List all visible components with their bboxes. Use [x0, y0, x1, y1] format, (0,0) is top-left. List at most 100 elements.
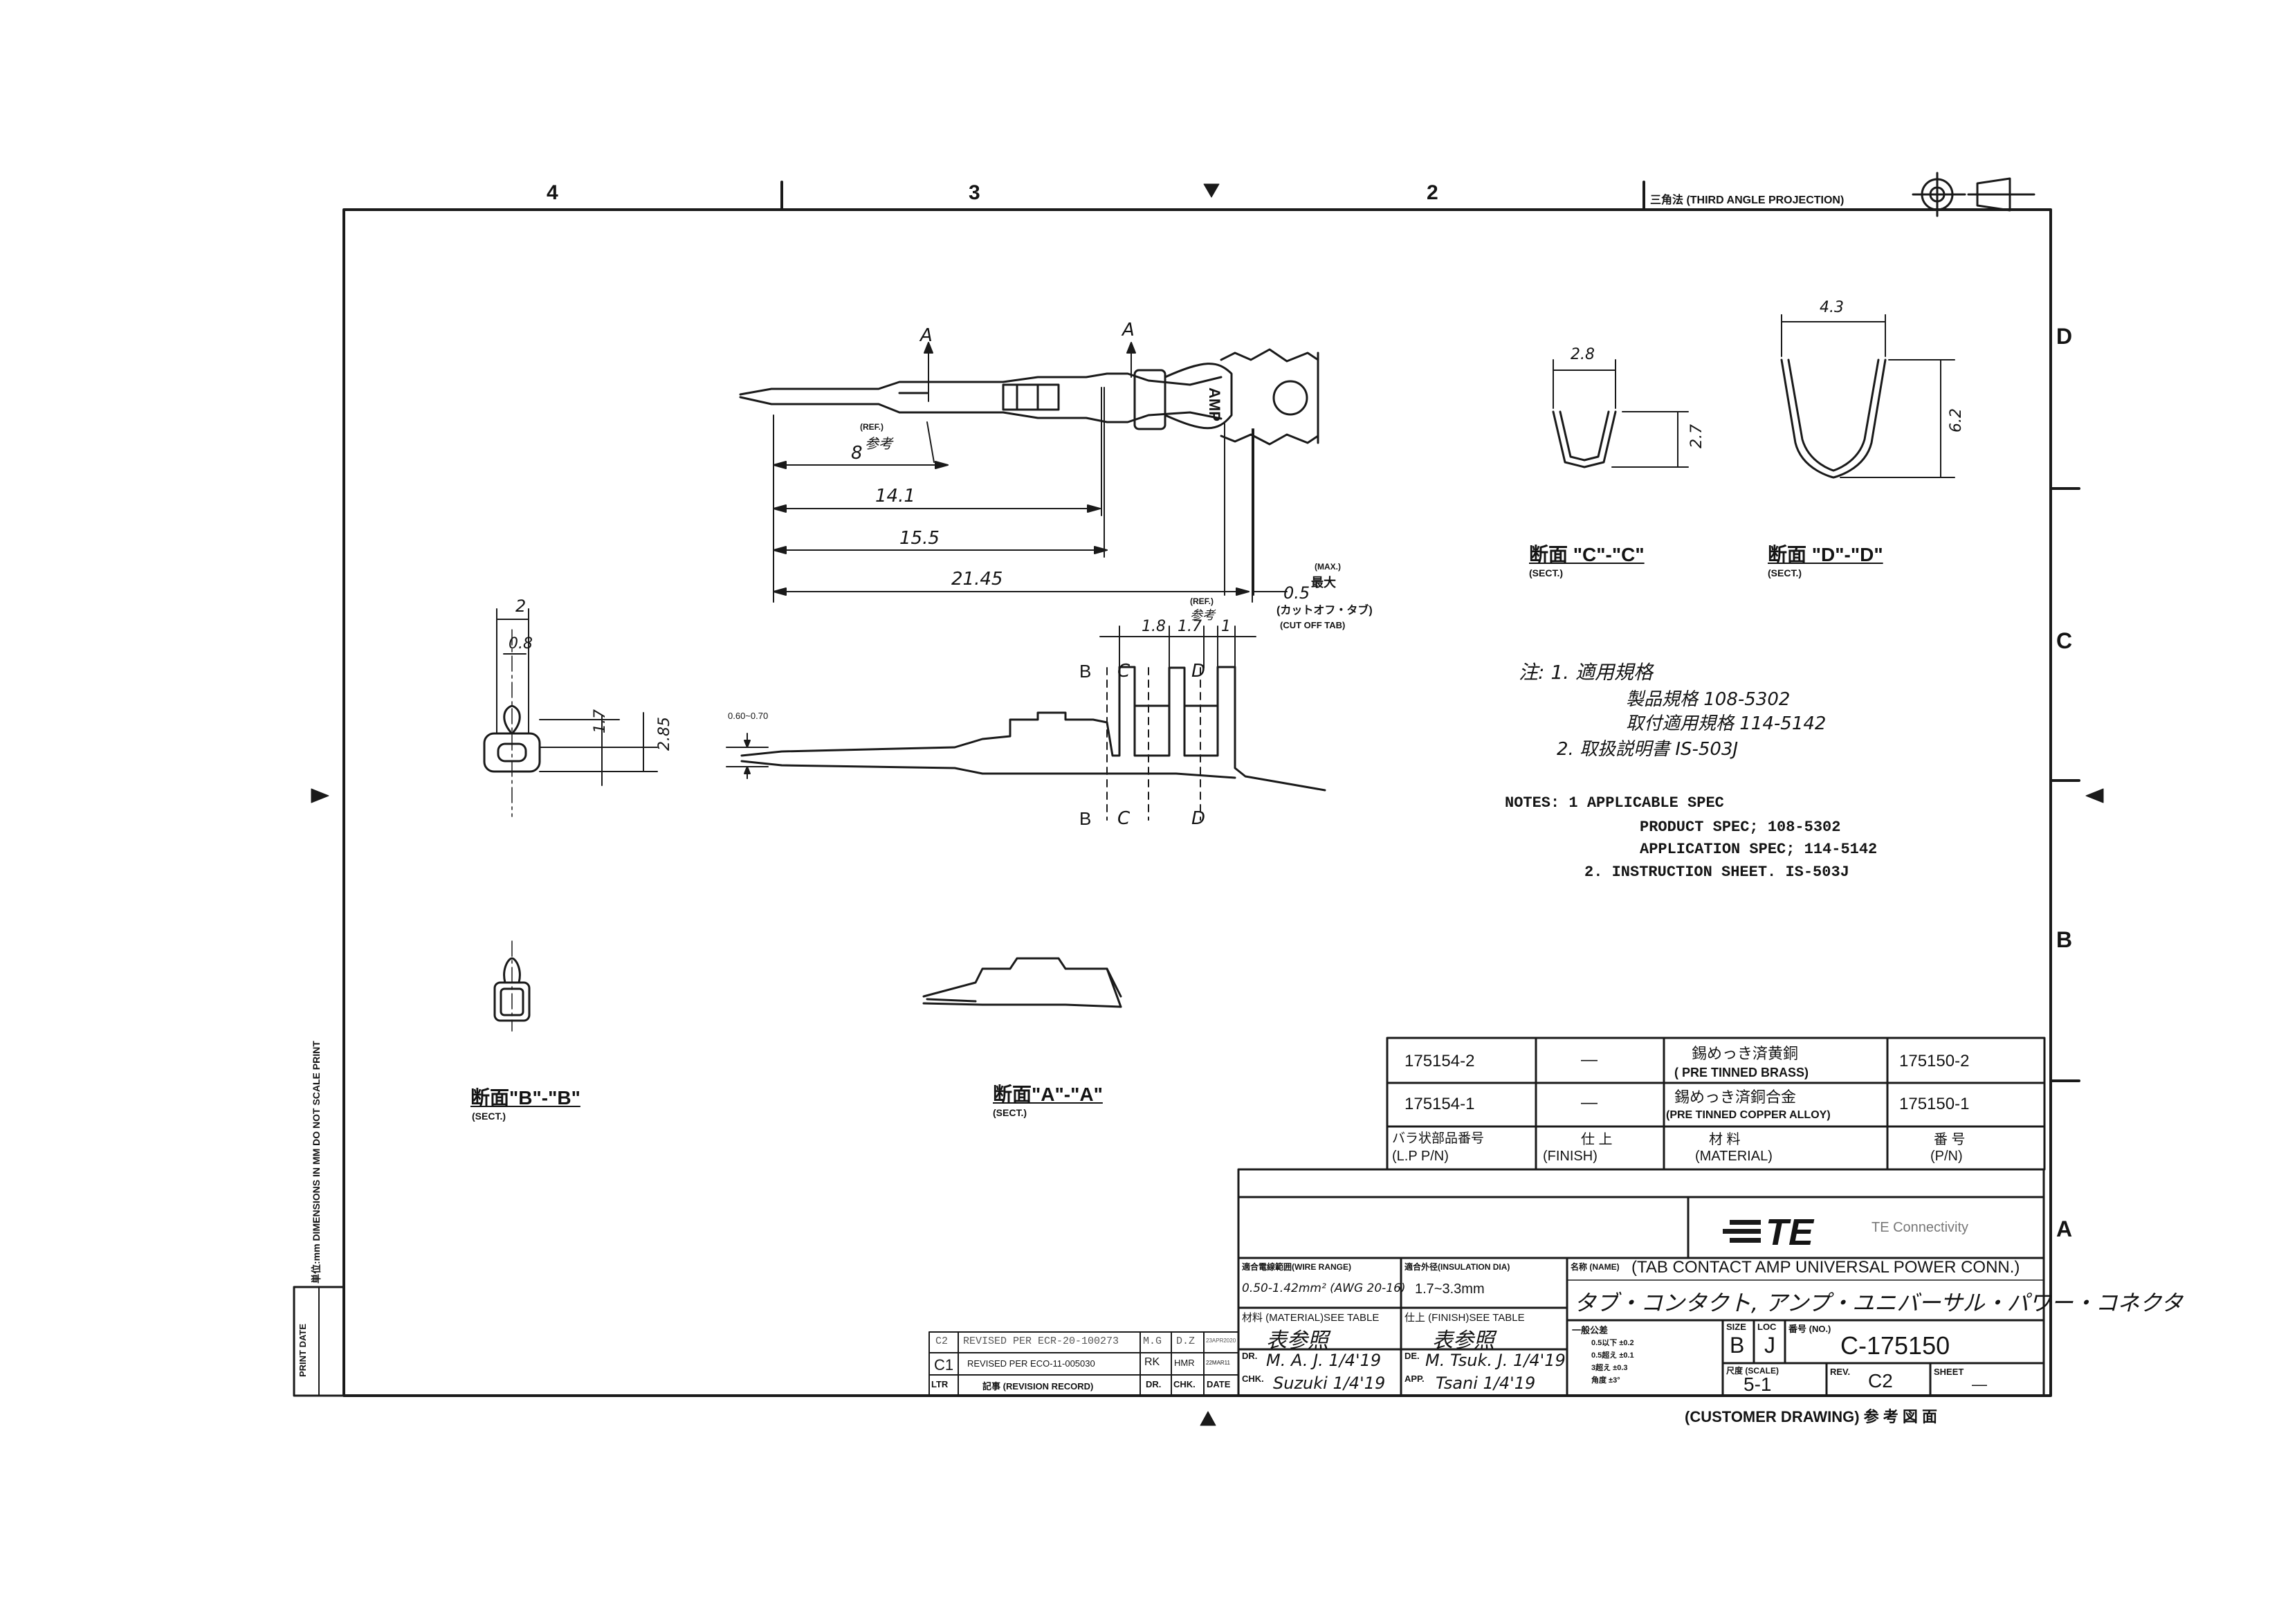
title-block-grid	[1237, 1168, 2045, 1397]
frame-arrow-icon	[1200, 1411, 1216, 1426]
dim-2-8: 2.8	[1571, 346, 1595, 363]
note-en-line: 2. INSTRUCTION SHEET. IS-503J	[1584, 864, 1849, 881]
size-label: SIZE	[1726, 1322, 1746, 1332]
insulation-label: 適合外径(INSULATION DIA)	[1404, 1262, 1510, 1272]
parts-material-jp: 錫めっき済黄銅	[1692, 1045, 1799, 1062]
dim-2: 2	[515, 596, 527, 616]
parts-material-en: (PRE TINNED COPPER ALLOY)	[1666, 1109, 1831, 1121]
cutoff-label: (CUT OFF TAB)	[1280, 620, 1346, 630]
rev-desc: REVISED PER ECO-11-005030	[967, 1358, 1095, 1369]
parts-pn: 175150-1	[1899, 1095, 1970, 1113]
scale-value: 5-1	[1744, 1374, 1772, 1395]
note-jp-line: 製品規格 108-5302	[1626, 689, 1791, 710]
section-aa-sect: (SECT.)	[993, 1107, 1027, 1118]
dim-0-60-0-70: 0.60~0.70	[728, 711, 769, 721]
tolerance-head: 一般公差	[1572, 1325, 1609, 1335]
section-bb-title: 断面"B"-"B"	[470, 1087, 580, 1108]
tolerance-row: 0.5超え ±0.1	[1591, 1351, 1634, 1360]
top-view-contact	[739, 348, 1319, 603]
size-value: B	[1730, 1333, 1745, 1358]
material-label: 材料 (MATERIAL)SEE TABLE	[1242, 1312, 1380, 1324]
de-signature: M. Tsuk. J. 1/4'19	[1425, 1351, 1566, 1370]
material-value: 表参照	[1266, 1329, 1328, 1353]
te-logo-text: TE	[1766, 1212, 1814, 1253]
dim-6-2: 6.2	[1948, 408, 1965, 432]
frame-arrow-icon	[2085, 788, 2104, 803]
rev-ltr: C1	[934, 1356, 954, 1374]
dim-1-8: 1.8	[1142, 618, 1166, 635]
loc-value: J	[1764, 1333, 1775, 1358]
rev-date: 23APR2020	[1206, 1338, 1236, 1344]
finish-value: 表参照	[1432, 1329, 1494, 1353]
section-mark-b: B	[1079, 808, 1092, 829]
zone-label: 4	[547, 181, 558, 204]
amp-mark-label: AMP	[1206, 387, 1223, 421]
print-date-label: PRINT DATE	[298, 1323, 308, 1377]
section-mark-a: A	[920, 325, 933, 346]
side-view-contact	[740, 666, 1326, 792]
loc-label: LOC	[1757, 1322, 1777, 1332]
customer-drawing-label: (CUSTOMER DRAWING) 参 考 図 面	[1685, 1408, 1938, 1425]
drawing-no-label: 番号 (NO.)	[1788, 1324, 1831, 1334]
end-view-dimensions	[496, 608, 658, 786]
chk-signature: Suzuki 1/4'19	[1273, 1374, 1386, 1393]
name-label: 名称 (NAME)	[1571, 1262, 1620, 1272]
parts-header-finish: (FINISH)	[1543, 1149, 1598, 1164]
rev-label: REV.	[1830, 1367, 1851, 1377]
rev-header-desc: 記事 (REVISION RECORD)	[982, 1381, 1094, 1392]
de-label: DE.	[1404, 1351, 1420, 1361]
section-bb-sect: (SECT.)	[472, 1111, 506, 1122]
rev-ltr: C2	[935, 1335, 949, 1347]
parts-header-material-jp: 材 料	[1709, 1132, 1741, 1147]
section-mark-d: D	[1191, 661, 1206, 682]
end-view-contact	[483, 629, 541, 817]
rev-header-ltr: LTR	[931, 1379, 949, 1389]
zone-label: C	[2056, 628, 2073, 653]
section-cc-profile	[1552, 410, 1617, 468]
max-label: (MAX.)	[1315, 562, 1341, 572]
note-jp-line: 2. 取扱説明書 IS-503J	[1557, 739, 1739, 760]
part-name-jp: タブ・コンタクト, アンプ・ユニバーサル・パワー・コネクタ	[1574, 1290, 2184, 1316]
parts-lp-pn: 175154-2	[1404, 1052, 1475, 1070]
dr-label: DR.	[1242, 1351, 1258, 1361]
ref-label: (REF.)	[860, 422, 884, 432]
section-mark-a: A	[1122, 320, 1135, 340]
wire-range-value: 0.50-1.42mm² (AWG 20-16)	[1242, 1281, 1406, 1295]
finish-label: 仕上 (FINISH)SEE TABLE	[1404, 1312, 1525, 1324]
dim-1: 1	[1221, 618, 1231, 635]
rev-date: 22MAR11	[1206, 1360, 1230, 1366]
parts-material-jp: 錫めっき済銅合金	[1674, 1088, 1797, 1106]
parts-lp-pn: 175154-1	[1404, 1095, 1475, 1113]
section-bb-profile	[493, 940, 531, 1032]
section-aa-title: 断面"A"-"A"	[993, 1084, 1103, 1105]
rev-header-date: DATE	[1207, 1379, 1231, 1389]
note-jp-line: 取付適用規格 114-5142	[1626, 713, 1827, 734]
dim-0-8: 0.8	[509, 635, 533, 653]
tolerance-row: 3超え ±0.3	[1591, 1364, 1628, 1372]
rev-desc: REVISED PER ECR-20-100273	[963, 1335, 1119, 1347]
sheet-value: —	[1972, 1376, 1987, 1393]
dim-2-7: 2.7	[1688, 424, 1705, 448]
dim-14-1: 14.1	[875, 486, 915, 507]
max-jp-label: 最大	[1311, 576, 1336, 590]
parts-pn: 175150-2	[1899, 1052, 1970, 1070]
section-mark-c: C	[1117, 808, 1131, 829]
note-en-line: PRODUCT SPEC; 108-5302	[1640, 819, 1841, 836]
section-dd-title: 断面 "D"-"D"	[1768, 544, 1883, 565]
ref-jp-label: 参考	[1190, 608, 1215, 623]
section-dd-sect: (SECT.)	[1768, 567, 1802, 578]
dim-1-7: 1.7	[592, 709, 609, 733]
projection-symbol-icon	[1912, 172, 2035, 217]
drawing-no-value: C-175150	[1840, 1331, 1950, 1360]
side-view-dimensions	[726, 626, 1256, 821]
dr-signature: M. A. J. 1/4'19	[1266, 1351, 1382, 1370]
insulation-value: 1.7~3.3mm	[1415, 1281, 1485, 1297]
section-cc-title: 断面 "C"-"C"	[1529, 544, 1645, 565]
note-en-line: NOTES: 1 APPLICABLE SPEC	[1505, 794, 1724, 812]
revision-block-grid	[928, 1331, 1239, 1396]
dim-21-45: 21.45	[951, 569, 1003, 590]
zone-label: 3	[969, 181, 980, 204]
parts-header-material: (MATERIAL)	[1695, 1149, 1773, 1164]
